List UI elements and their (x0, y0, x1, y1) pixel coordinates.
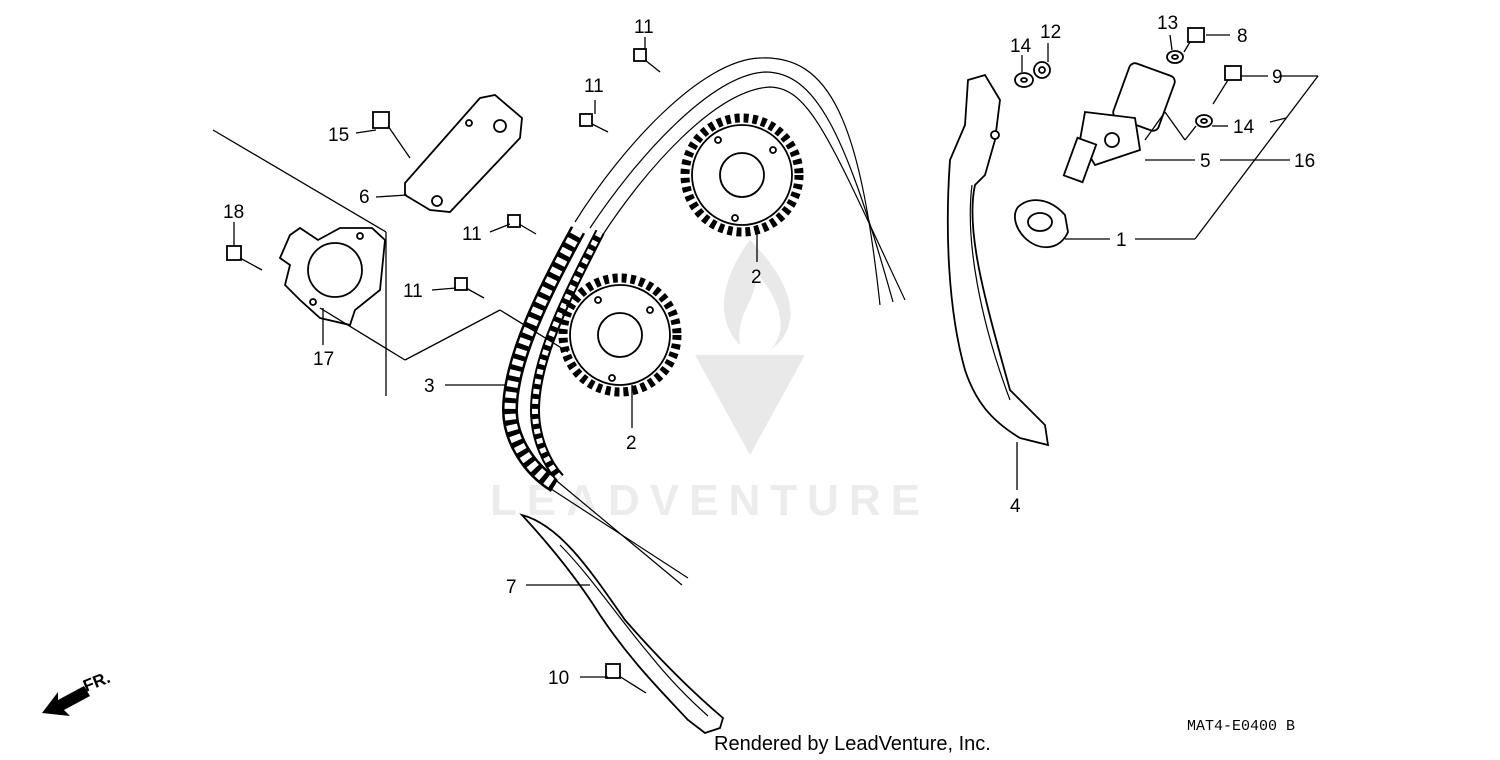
callout-11: 11 (634, 17, 654, 38)
diagram-reference-code: MAT4-E0400 B (1187, 718, 1295, 735)
bolt-11d-icon (454, 277, 485, 299)
callout-18: 18 (223, 202, 244, 223)
callout-labels: 11 11 11 11 15 6 18 17 3 2 2 7 10 4 14 1… (223, 13, 1315, 689)
leadventure-watermark: LEADVENTURE (490, 240, 930, 525)
callout-2: 2 (626, 433, 637, 454)
callout-13: 13 (1157, 13, 1178, 34)
washer-13-icon (1166, 50, 1184, 64)
front-label: FR. (80, 668, 113, 696)
callout-3: 3 (424, 376, 435, 397)
chain-guide-part (519, 513, 725, 735)
callout-16: 16 (1294, 151, 1315, 172)
callout-2: 2 (751, 267, 762, 288)
callout-14: 14 (1010, 36, 1032, 57)
callout-8: 8 (1237, 26, 1248, 47)
bolt-9-icon (1212, 65, 1242, 105)
callout-15: 15 (328, 125, 349, 146)
callout-11: 11 (584, 76, 604, 97)
bolt-18-icon (226, 245, 263, 271)
crankcase-outline (212, 129, 387, 396)
chain-path-lines (544, 57, 906, 586)
upper-cam-sprocket (680, 113, 804, 237)
callout-5: 5 (1200, 151, 1211, 172)
lifter-gasket-part (1014, 199, 1069, 248)
tensioner-arm-part (946, 73, 1050, 447)
tensioner-lifter-part (1062, 62, 1176, 184)
callout-12: 12 (1040, 22, 1061, 43)
bracket-part (404, 94, 523, 213)
callout-17: 17 (313, 349, 334, 370)
washer-14a-icon (1014, 72, 1034, 88)
callout-11: 11 (462, 224, 482, 245)
washer-14b-icon (1195, 114, 1213, 128)
plate-part (278, 226, 386, 327)
bolt-11c-icon (507, 214, 537, 235)
callout-1: 1 (1116, 230, 1127, 251)
callout-4: 4 (1010, 496, 1021, 517)
callout-7: 7 (506, 577, 517, 598)
callout-9: 9 (1272, 67, 1283, 88)
watermark-text: LEADVENTURE (490, 476, 930, 525)
callout-11: 11 (403, 281, 423, 302)
footer-credit: Rendered by LeadVenture, Inc. (714, 733, 991, 755)
bolt-11a-icon (633, 48, 661, 73)
bolt-11b-icon (579, 113, 609, 133)
callout-6: 6 (359, 187, 370, 208)
bolt-8-icon (1183, 27, 1205, 53)
bolt-15-icon (372, 111, 411, 159)
bolt-10-icon (605, 663, 647, 694)
cam-chain-part (501, 226, 605, 492)
bolts-and-washers (226, 27, 1242, 694)
leader-lines (233, 34, 1319, 678)
front-arrow-icon (42, 686, 90, 716)
callout-10: 10 (548, 668, 569, 689)
lower-cam-sprocket (558, 273, 682, 397)
front-direction-indicator: FR. (42, 668, 113, 716)
bolt-12-icon (1033, 61, 1051, 79)
callout-14: 14 (1233, 117, 1255, 138)
